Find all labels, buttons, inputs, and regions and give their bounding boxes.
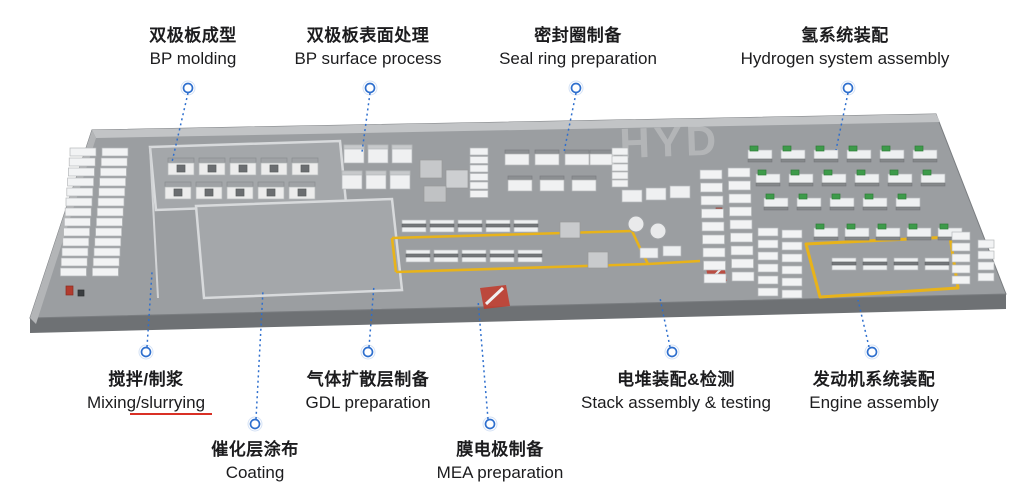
label-mea-en: MEA preparation: [436, 463, 564, 482]
leader-dot-engine: [866, 346, 878, 358]
leader-dots: [138, 80, 880, 432]
label-mixing-en: Mixing/slurrying: [86, 393, 206, 412]
label-seal-ring: 密封圈制备 Seal ring preparation: [499, 24, 657, 70]
label-gdl: 气体扩散层制备 GDL preparation: [305, 368, 430, 414]
label-mea-zh: 膜电极制备: [456, 440, 544, 459]
label-mea: 膜电极制备 MEA preparation: [437, 438, 564, 484]
label-mixing: 搅拌/制浆 Mixing/slurrying: [87, 368, 205, 414]
label-coating: 催化层涂布 Coating: [211, 438, 299, 484]
room-coating: [194, 197, 404, 300]
label-bp-surface: 双极板表面处理 BP surface process: [294, 24, 441, 70]
machines-right-storage: [951, 231, 995, 285]
factory-machines: [60, 144, 995, 299]
label-bp-surface-zh: 双极板表面处理: [306, 26, 430, 45]
leader-dot-seal-ring: [570, 82, 582, 94]
label-engine-en: Engine assembly: [809, 393, 939, 412]
leader-dot-coating: [249, 418, 261, 430]
machines-bp-molding: [164, 157, 319, 200]
label-gdl-en: GDL preparation: [305, 393, 431, 412]
label-engine-zh: 发动机系统装配: [812, 370, 936, 389]
leader-dot-gdl: [362, 346, 374, 358]
leader-line-bp-molding: [171, 92, 189, 163]
label-bp-molding-en: BP molding: [149, 49, 237, 68]
leader-line-hydrogen: [835, 92, 849, 151]
leader-dot-mixing: [140, 346, 152, 358]
label-gdl-zh: 气体扩散层制备: [306, 370, 430, 389]
label-bp-molding: 双极板成型 BP molding: [149, 24, 237, 70]
label-coating-en: Coating: [225, 463, 285, 482]
machines-seal-ring: [504, 147, 629, 192]
label-stack-en: Stack assembly & testing: [581, 393, 771, 412]
leader-dot-stack: [666, 346, 678, 358]
floor-back-rim: [92, 114, 940, 138]
label-hydrogen-en: Hydrogen system assembly: [740, 49, 950, 68]
machines-mea: [401, 219, 609, 269]
machines-storage-racks: [699, 167, 803, 299]
leader-lines: [146, 92, 870, 420]
label-seal-ring-zh: 密封圈制备: [534, 26, 622, 45]
leader-line-coating: [255, 289, 264, 420]
machines-mixing-racks: [60, 147, 129, 297]
label-hydrogen: 氢系统装配 Hydrogen system assembly: [741, 24, 950, 70]
spellcheck-underline: [130, 413, 212, 415]
room-bp-molding: [148, 139, 348, 212]
wall-mixing-partition: [149, 146, 159, 299]
label-mixing-zh: 搅拌/制浆: [108, 370, 184, 389]
leader-dot-mea: [484, 418, 496, 430]
leader-dot-hydrogen: [842, 82, 854, 94]
label-hydrogen-zh: 氢系统装配: [801, 26, 889, 45]
label-seal-ring-en: Seal ring preparation: [499, 49, 657, 68]
label-engine: 发动机系统装配 Engine assembly: [809, 368, 938, 414]
machines-hydrogen: [747, 145, 946, 211]
leader-dot-bp-surface: [364, 82, 376, 94]
conveyor-engine-loop: [804, 235, 960, 299]
label-stack-zh: 电堆装配&检测: [617, 370, 735, 389]
leader-dot-bp-molding: [182, 82, 194, 94]
leader-line-stack: [659, 297, 671, 348]
machines-engine: [813, 223, 963, 271]
leader-line-mea: [477, 299, 489, 420]
watermark-text: HYD: [619, 117, 721, 167]
floor-front-edge: [30, 294, 1006, 333]
leader-line-mixing: [146, 271, 153, 348]
label-stack: 电堆装配&检测 Stack assembly & testing: [581, 368, 771, 414]
machines-bp-surface: [341, 144, 489, 203]
logo-watermark: [480, 285, 510, 309]
label-coating-zh: 催化层涂布: [211, 440, 299, 459]
label-bp-molding-zh: 双极板成型: [149, 26, 237, 45]
label-bp-surface-en: BP surface process: [294, 49, 442, 68]
